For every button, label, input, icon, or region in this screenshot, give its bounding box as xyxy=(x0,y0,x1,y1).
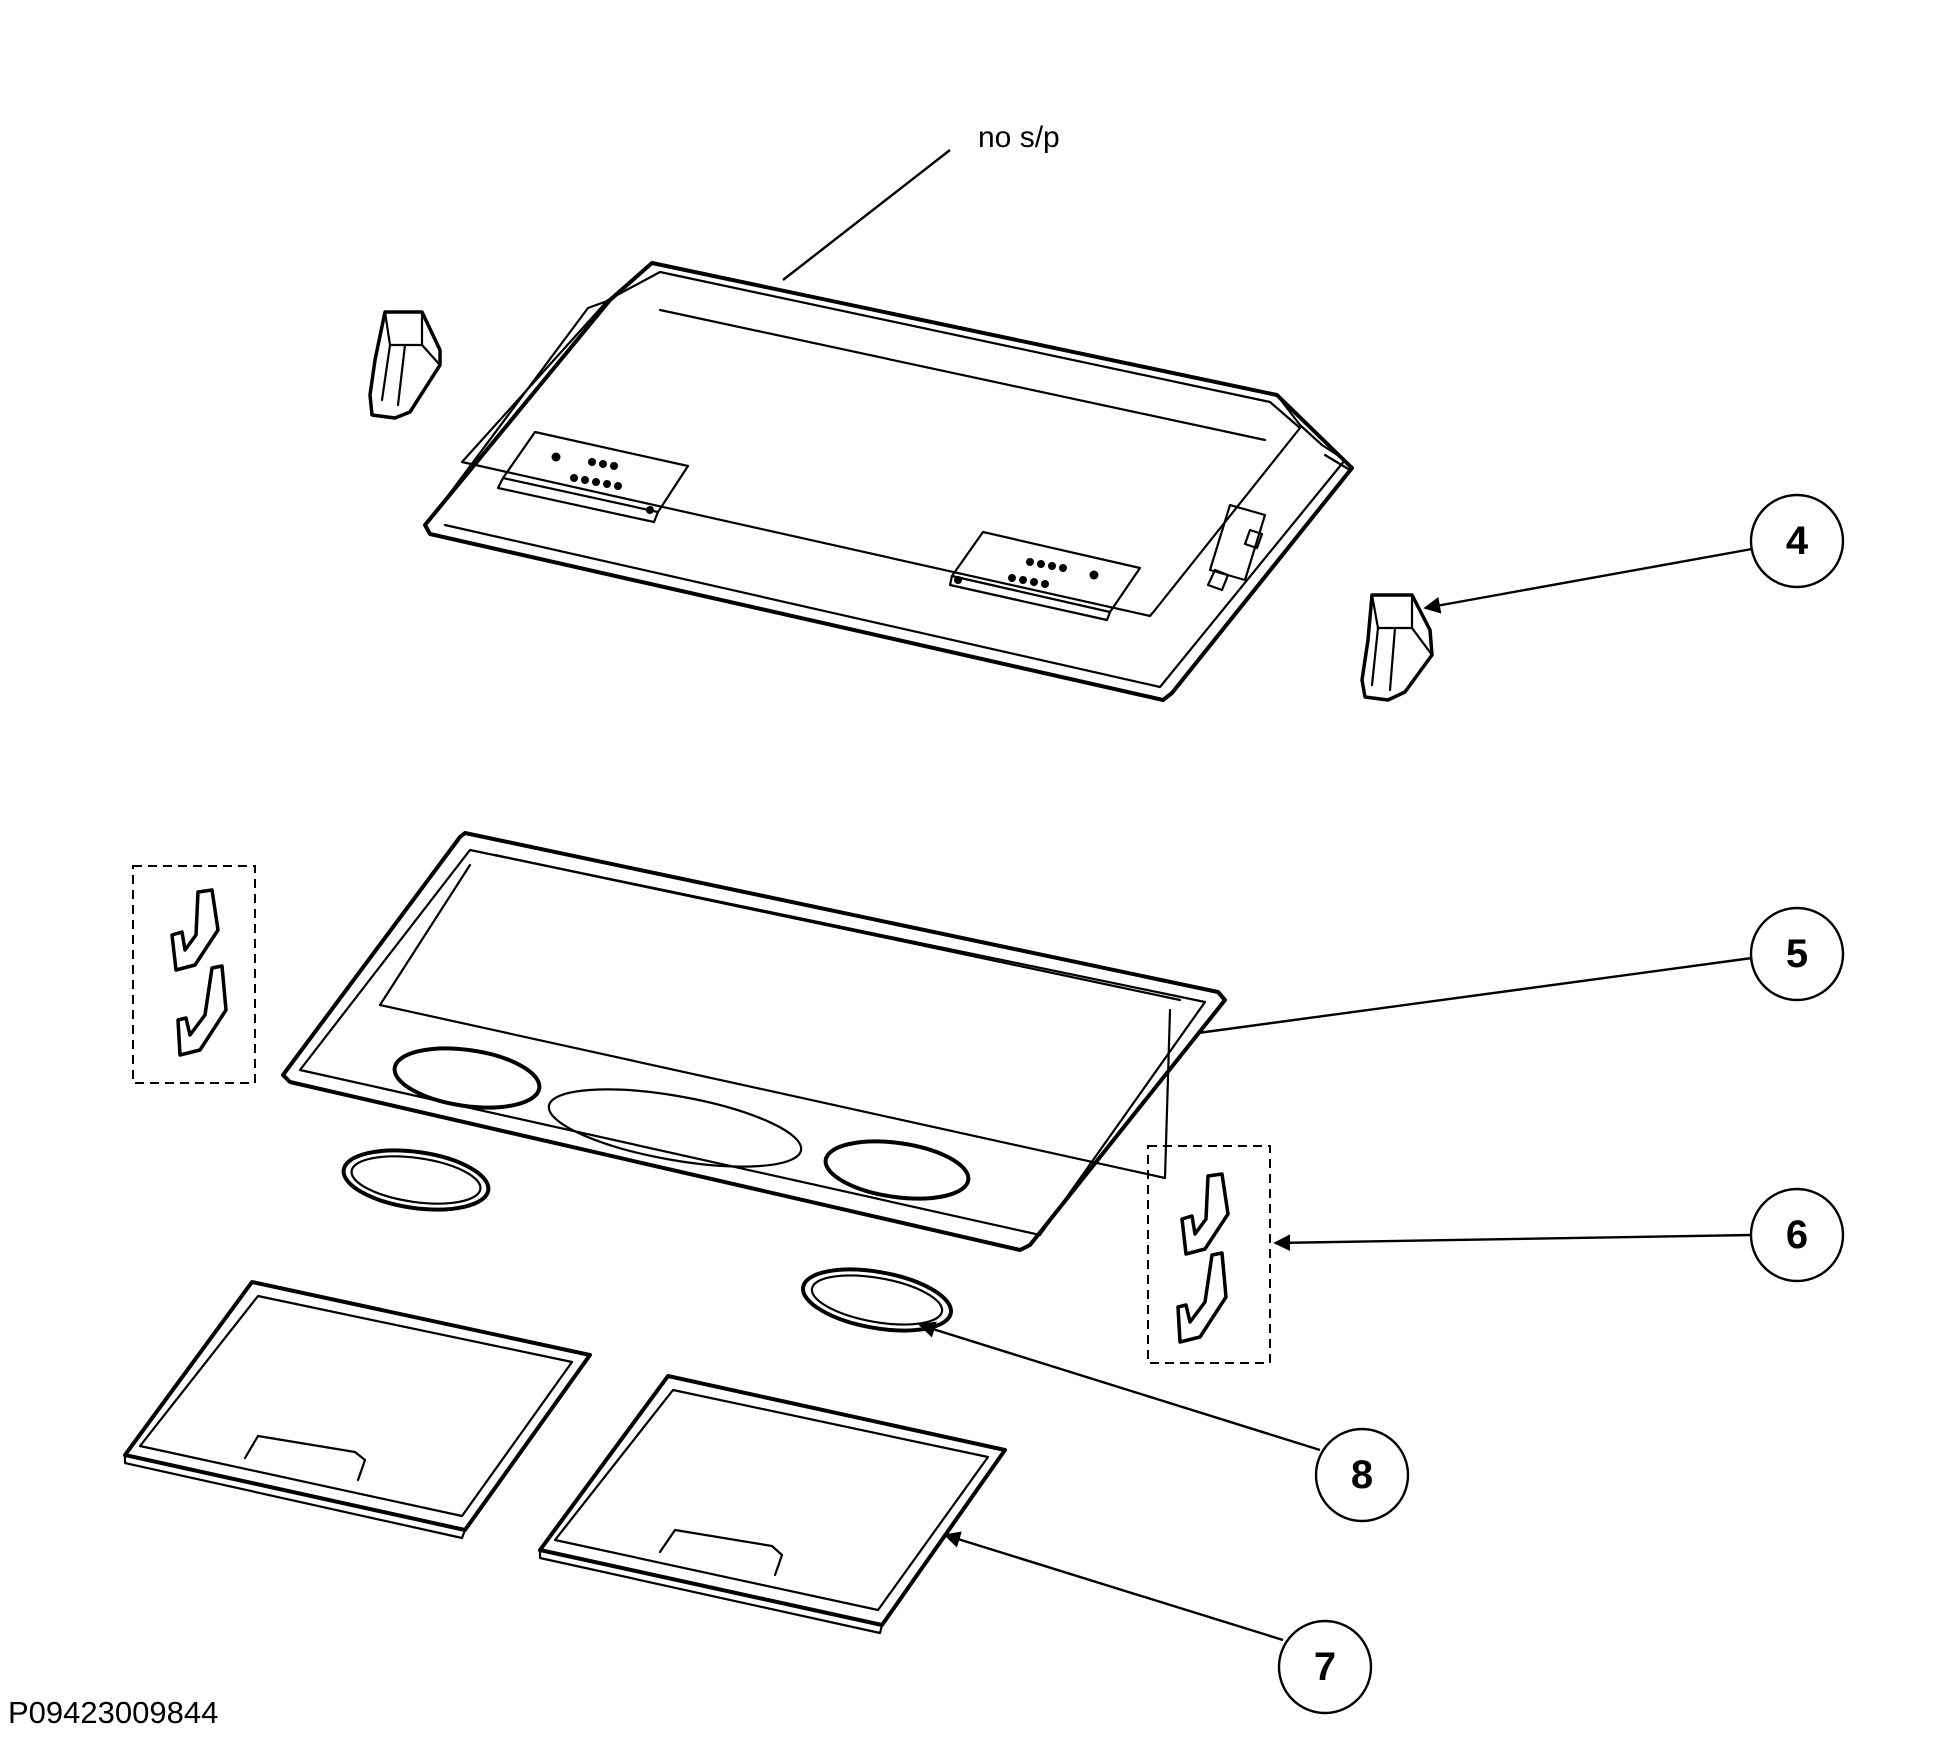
part-4-clip xyxy=(1360,593,1434,702)
top-left-clip xyxy=(368,310,442,420)
callout-6-label: 6 xyxy=(1786,1213,1808,1257)
callout-7: 7 xyxy=(1277,1619,1373,1715)
leader-lines xyxy=(782,149,1753,1642)
callout-4: 4 xyxy=(1749,493,1845,589)
clip-group-left xyxy=(132,865,256,1084)
callout-4-label: 4 xyxy=(1786,519,1809,563)
part-6-clip-group xyxy=(1147,1145,1271,1364)
callout-7-label: 7 xyxy=(1314,1645,1336,1689)
callout-6: 6 xyxy=(1749,1187,1845,1283)
callout-5-label: 5 xyxy=(1786,932,1808,976)
part-5-frame xyxy=(281,831,1227,1252)
callout-5: 5 xyxy=(1749,906,1845,1002)
filter-left xyxy=(123,1280,592,1540)
hood-body xyxy=(423,261,1354,702)
part-8-ring xyxy=(800,1267,954,1333)
ring-left xyxy=(341,1148,491,1212)
part-7-filter xyxy=(538,1374,1007,1635)
callout-8: 8 xyxy=(1314,1427,1410,1523)
drawing-code: P09423009844 xyxy=(8,1695,218,1730)
callout-8-label: 8 xyxy=(1351,1453,1373,1497)
no-spare-part-note: no s/p xyxy=(978,121,1060,154)
